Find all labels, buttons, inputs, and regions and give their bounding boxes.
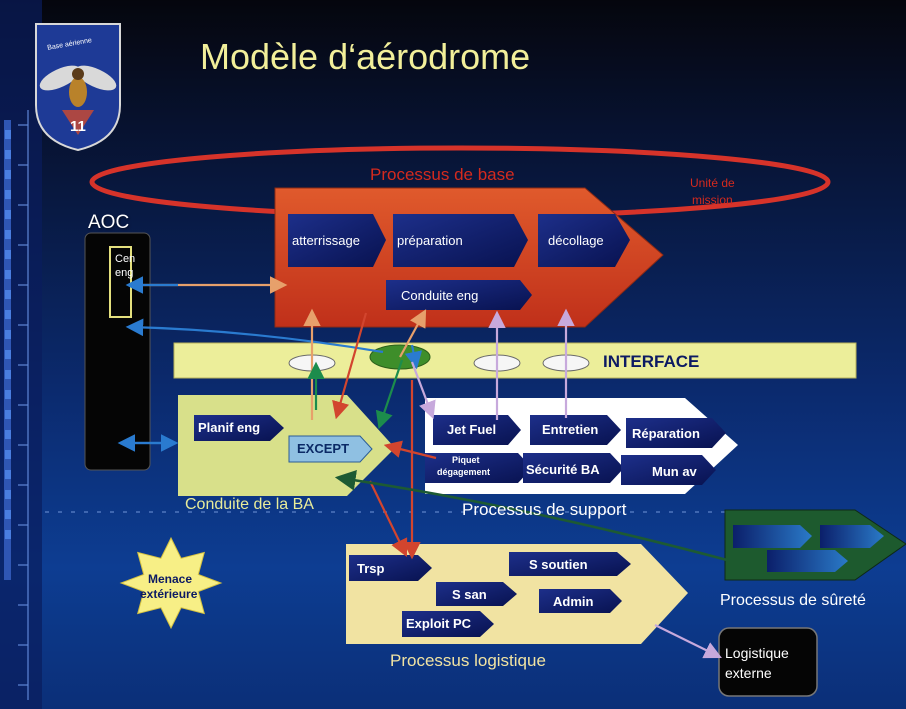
emblem-number: 11	[70, 118, 86, 135]
s-san-label: S san	[452, 587, 487, 602]
menace-star	[119, 536, 223, 630]
base-step-arrows	[288, 214, 630, 310]
mission-label-2: mission	[692, 193, 733, 207]
support-process-label: Processus de support	[462, 500, 627, 519]
cen-label: Cen	[115, 253, 136, 265]
logistique-externe-label-1: Logistique	[725, 645, 789, 661]
degagement-label: dégagement	[437, 467, 491, 477]
entretien-label: Entretien	[542, 422, 599, 437]
left-film-strip	[0, 0, 740, 709]
securite-ba-label: Sécurité BA	[526, 462, 600, 477]
jet-fuel-label: Jet Fuel	[447, 422, 497, 437]
interface-label: INTERFACE	[603, 352, 700, 371]
mission-label-1: Unité de	[690, 176, 735, 190]
exploit-pc-label: Exploit PC	[406, 616, 472, 631]
support-step-arrows	[425, 415, 726, 485]
slide-title: Modèle d‘aérodrome	[200, 36, 531, 77]
logistique-step-arrows	[349, 552, 631, 637]
step-preparation: préparation	[397, 233, 463, 248]
step-atterrissage: atterrissage	[292, 233, 360, 248]
mun-av-label: Mun av	[652, 464, 697, 479]
connectors	[117, 276, 728, 659]
logistique-externe-label-2: externe	[725, 665, 772, 681]
base-process-label: Processus de base	[370, 165, 515, 184]
menace-label-2: extérieure	[140, 587, 198, 601]
planif-arrow	[194, 415, 284, 441]
logistique-externe-box	[718, 627, 818, 697]
menace-label-1: Menace	[148, 572, 193, 586]
aoc-label: AOC	[88, 212, 130, 233]
except-label: EXCEPT	[297, 441, 350, 456]
surete-inner-arrows	[733, 525, 884, 572]
logistique-process-label: Processus logistique	[390, 651, 546, 670]
conduite-ba-label: Conduite de la BA	[185, 496, 314, 513]
surete-process-label: Processus de sûreté	[720, 592, 866, 609]
step-decollage: décollage	[548, 233, 604, 248]
reparation-label: Réparation	[632, 426, 700, 441]
base-emblem-shield	[35, 23, 121, 152]
eng-label: eng	[115, 267, 134, 279]
conduite-eng-label: Conduite eng	[401, 288, 479, 303]
admin-label: Admin	[553, 594, 594, 609]
piquet-label: Piquet	[452, 455, 480, 465]
trsp-label: Trsp	[357, 561, 385, 576]
except-arrow	[288, 435, 373, 463]
s-soutien-label: S soutien	[529, 557, 588, 572]
planif-eng-label: Planif eng	[198, 420, 261, 435]
